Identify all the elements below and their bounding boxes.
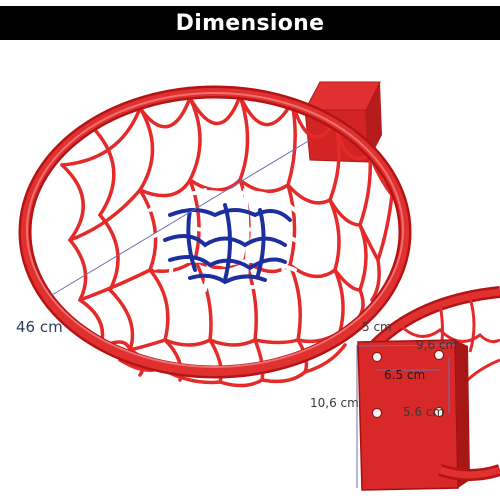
diameter-label: 46 cm bbox=[16, 318, 63, 336]
hole-spacing-vertical-label: 5.6 cm bbox=[403, 405, 445, 419]
bracket-width-label: 9,6 cm bbox=[416, 338, 458, 352]
page-title: Dimensione bbox=[175, 10, 325, 36]
hole-spacing-horizontal-label: 6.5 cm bbox=[384, 368, 426, 382]
title-banner: Dimensione bbox=[0, 6, 500, 40]
bracket-detail bbox=[356, 286, 500, 491]
net-center bbox=[143, 188, 307, 294]
diameter-measure-line bbox=[51, 139, 311, 296]
bracket-depth-label: 5 cm bbox=[362, 320, 392, 334]
rim bbox=[18, 85, 412, 379]
bracket-height-label: 10,6 cm bbox=[310, 396, 359, 410]
